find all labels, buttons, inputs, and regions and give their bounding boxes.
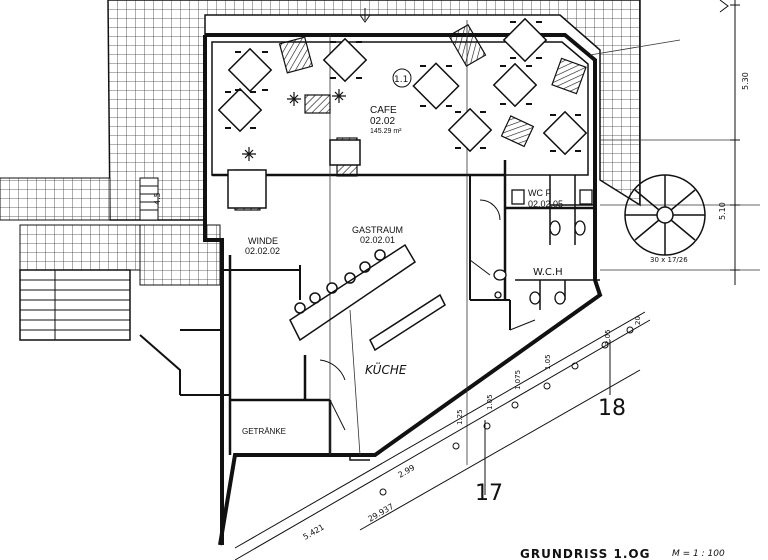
room-winde-label: WINDE <box>248 236 278 246</box>
cafe-tables <box>217 17 588 209</box>
spiral-staircase <box>624 174 706 256</box>
room-cafe-area: 145.29 m² <box>370 128 402 135</box>
dim-left-stair: 4.5 <box>153 192 162 205</box>
plant-symbols <box>242 89 346 161</box>
dim-diag-left: 5.421 <box>302 522 326 541</box>
dim-diag-e: 1.05 <box>544 354 552 370</box>
wc-fixtures <box>493 189 593 305</box>
dim-diag-b: 1.25 <box>456 409 464 425</box>
dim-diag-c: 1.05 <box>486 394 494 410</box>
dim-diag-f: 2.05 <box>604 329 612 345</box>
plan-scale: M = 1 : 100 <box>672 549 725 559</box>
door-swings <box>319 199 536 431</box>
section-mark <box>719 0 729 13</box>
right-dimension-line <box>730 0 740 285</box>
seat-mark-label: 1.1 <box>394 75 408 85</box>
room-gastraum-number: 02.02.01 <box>360 235 395 245</box>
dim-right-top: 5.30 <box>741 72 750 90</box>
kitchen-counter <box>369 293 446 352</box>
room-kueche-label: KÜCHE <box>365 361 407 377</box>
dim-diag-g: 20 <box>634 316 642 325</box>
axis-18-label: 18 <box>598 396 626 421</box>
dim-diag-a: 2.99 <box>397 463 417 480</box>
room-cafe-number: 02.02 <box>370 116 395 127</box>
room-wc-f-label: WC F <box>528 188 551 198</box>
axis-17-label: 17 <box>475 481 503 506</box>
seat-mark-circle <box>392 68 412 88</box>
building-walls <box>139 33 603 546</box>
dim-stair: 30 x 17/26 <box>650 256 688 264</box>
room-getraenke-label: GETRÄNKE <box>242 427 286 436</box>
bar-counter <box>289 243 417 342</box>
north-arrow-mark <box>359 8 371 23</box>
left-staircase <box>19 177 159 341</box>
dimension-chain <box>234 311 651 560</box>
room-wc-h-label: W.C.H <box>533 267 563 278</box>
plan-title: GRUNDRISS 1.OG <box>520 547 650 560</box>
room-wc-f-number: 02.02.05 <box>528 199 563 209</box>
cafe-chairs <box>225 21 581 152</box>
room-cafe-label: CAFE <box>370 105 397 116</box>
dim-right-mid: 5.10 <box>718 202 727 220</box>
room-winde-number: 02.02.02 <box>245 246 280 256</box>
dim-diag-d: 1.075 <box>514 370 522 390</box>
bar-stools <box>294 249 386 314</box>
room-gastraum-label: GASTRAUM <box>352 225 403 235</box>
